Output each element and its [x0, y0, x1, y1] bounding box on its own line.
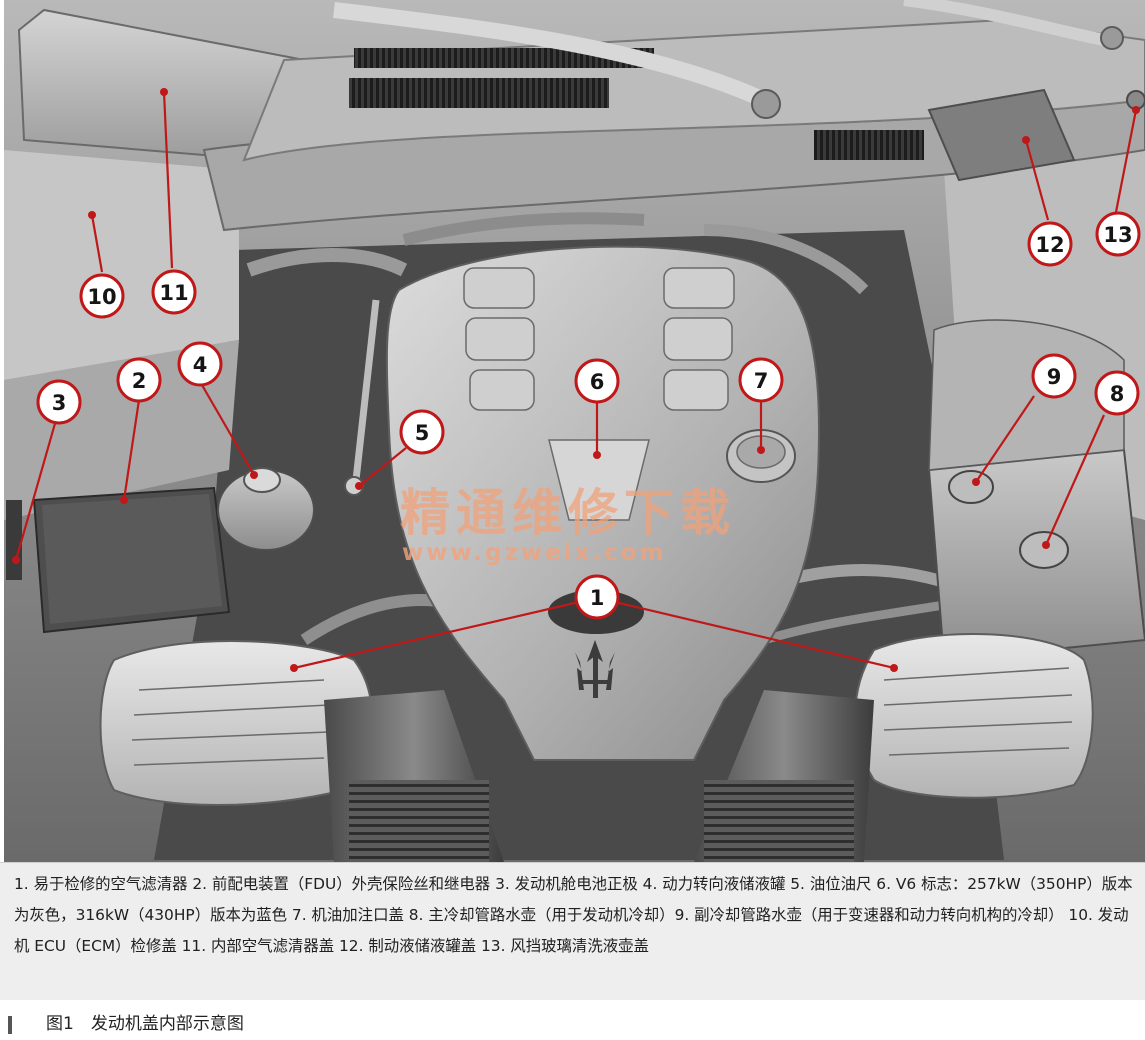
callout-circle [1095, 211, 1141, 257]
callout-circle [1027, 221, 1073, 267]
callout-number: 3 [52, 391, 67, 415]
callout-6: 6 [574, 358, 620, 404]
callout-number: 6 [590, 370, 605, 394]
cowl-grille-right [814, 130, 924, 160]
callout-circle [738, 357, 784, 403]
wiper-pivot [751, 89, 781, 119]
coolant-tank-top [928, 319, 1125, 471]
callout-circle [1031, 353, 1077, 399]
callout-number: 7 [754, 369, 769, 393]
callout-circle [36, 379, 82, 425]
callout-10: 10 [79, 273, 125, 319]
callout-number: 2 [132, 369, 147, 393]
wiper-arm [333, 2, 768, 108]
battery-terminal [6, 500, 22, 580]
callout-circle [574, 358, 620, 404]
callout-number: 10 [87, 285, 116, 309]
dipstick-tube [352, 299, 380, 481]
callout-number: 9 [1047, 365, 1062, 389]
wiper-arm-2 [903, 0, 1106, 46]
callout-13: 13 [1095, 211, 1141, 257]
brake-fluid-cover [927, 88, 1076, 182]
callout-3: 3 [36, 379, 82, 425]
watermark-url: www.gzweix.com [402, 540, 667, 566]
power-steering-cap [243, 467, 281, 493]
callout-circle [177, 341, 223, 387]
callout-4: 4 [177, 341, 223, 387]
air-filter-left-ribs [131, 679, 330, 766]
engine-cover-badge-area [548, 439, 650, 521]
cowl-grille-middle [349, 78, 609, 108]
watermark-text: 精通维修下载 [400, 483, 736, 542]
hose-left [246, 248, 408, 277]
callout-number: 4 [193, 353, 208, 377]
callout-9: 9 [1031, 353, 1077, 399]
callout-number: 12 [1035, 233, 1064, 257]
callout-number: 5 [415, 421, 430, 445]
callout-12: 12 [1027, 221, 1073, 267]
leader-lines [12, 88, 1140, 672]
secondary-coolant-cap [948, 470, 994, 504]
wiper-pivot-right [1100, 26, 1124, 50]
callout-circle [1094, 370, 1140, 416]
callout-number: 8 [1110, 382, 1125, 406]
hose-top [402, 212, 645, 246]
maserati-trident-emblem [575, 640, 615, 698]
callout-2: 2 [116, 357, 162, 403]
callout-11: 11 [151, 269, 197, 315]
callout-number: 1 [590, 586, 605, 610]
callout-circle [574, 574, 620, 620]
callout-circle [116, 357, 162, 403]
intake-duct-right-ribs [704, 780, 854, 862]
air-filter-right [854, 632, 1094, 799]
figure-title: 图1 发动机盖内部示意图 [46, 1014, 244, 1034]
main-coolant-cap [1019, 531, 1069, 569]
callout-circle [399, 409, 445, 455]
callout-circle [151, 269, 197, 315]
intake-duct-left-ribs [349, 780, 489, 862]
callout-5: 5 [399, 409, 445, 455]
figure-title-marker [8, 1016, 12, 1034]
caption-text: 1. 易于检修的空气滤清器 2. 前配电装置（FDU）外壳保险丝和继电器 3. … [14, 875, 1133, 955]
fuse-box-lid [42, 494, 222, 624]
fender-left [4, 150, 239, 380]
caption-box: 1. 易于检修的空气滤清器 2. 前配电装置（FDU）外壳保险丝和继电器 3. … [0, 862, 1145, 1000]
engine-cover-fins [463, 267, 735, 411]
callout-8: 8 [1094, 370, 1140, 416]
callout-7: 7 [738, 357, 784, 403]
callout-1: 1 [574, 574, 620, 620]
callout-circle [79, 273, 125, 319]
hose-right [703, 224, 869, 295]
callout-number: 13 [1103, 223, 1132, 247]
callout-number: 11 [159, 281, 188, 305]
air-filter-right-ribs [883, 667, 1073, 756]
